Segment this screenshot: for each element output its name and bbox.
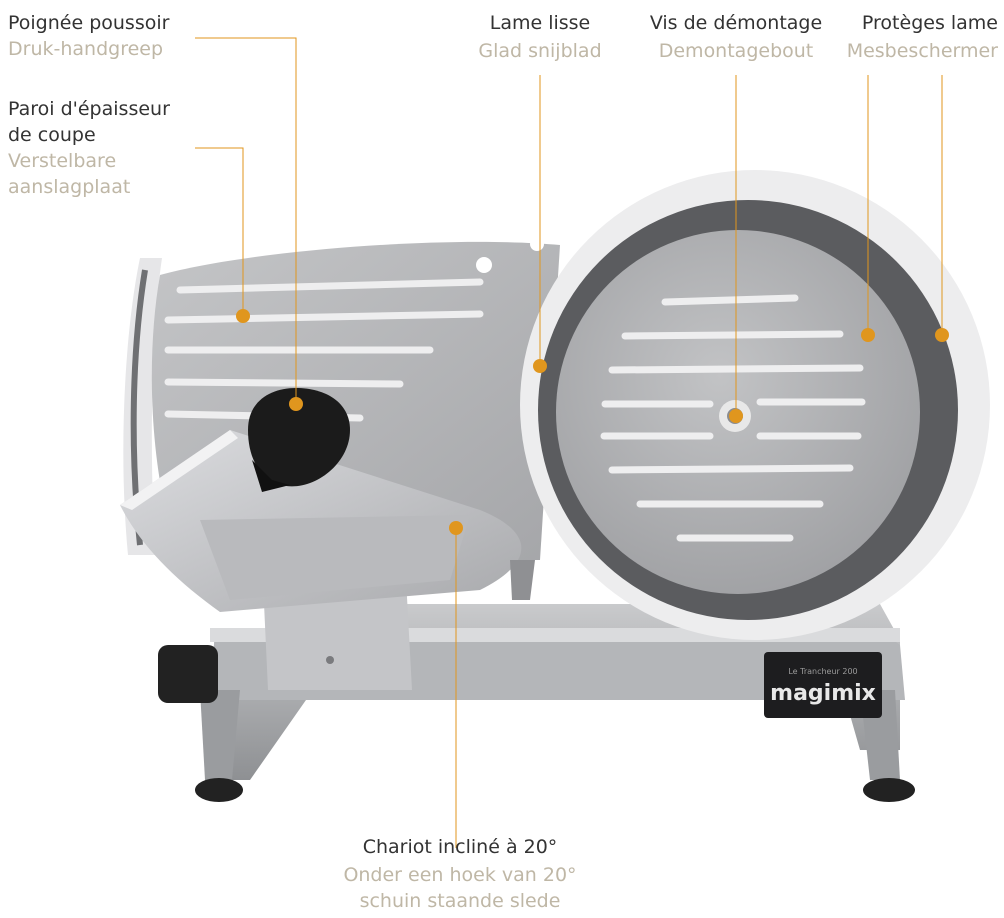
label-pusher-handle-fr: Poignée poussoir <box>8 12 170 34</box>
label-blade-guards-nl: Mesbeschermer <box>846 40 998 62</box>
thickness-knob <box>158 645 218 703</box>
label-smooth-blade-nl: Glad snijblad <box>478 40 602 62</box>
label-blade-guards-fr: Protèges lame <box>861 12 998 34</box>
brand-badge: Le Trancheur 200 magimix <box>764 652 882 718</box>
label-thickness-plate-nl-1: Verstelbare <box>8 150 117 172</box>
label-thickness-plate-fr-1: Paroi d'épaisseur <box>8 98 170 120</box>
pusher-handle <box>248 388 350 492</box>
label-thickness-plate-nl-2: aanslagplaat <box>8 176 131 198</box>
label-removal-screw-nl: Demontagebout <box>658 40 814 62</box>
label-removal-screw-fr: Vis de démontage <box>649 12 823 34</box>
callout-dots <box>236 309 949 535</box>
brand-name: magimix <box>770 681 876 706</box>
label-carriage-nl-1: Onder een hoek van 20° <box>343 864 577 886</box>
carriage-tray <box>120 430 535 612</box>
label-smooth-blade-fr: Lame lisse <box>489 12 591 34</box>
label-carriage-fr: Chariot incliné à 20° <box>362 836 558 858</box>
label-carriage-nl-2: schuin staande slede <box>359 890 561 912</box>
brand-model: Le Trancheur 200 <box>788 667 857 676</box>
right-foot <box>863 778 915 802</box>
callout-lines <box>195 37 943 848</box>
blade-guard-assembly <box>520 170 990 640</box>
label-pusher-handle-nl: Druk-handgreep <box>8 38 164 60</box>
left-foot <box>195 778 243 802</box>
label-thickness-plate-fr-2: de coupe <box>8 124 96 146</box>
